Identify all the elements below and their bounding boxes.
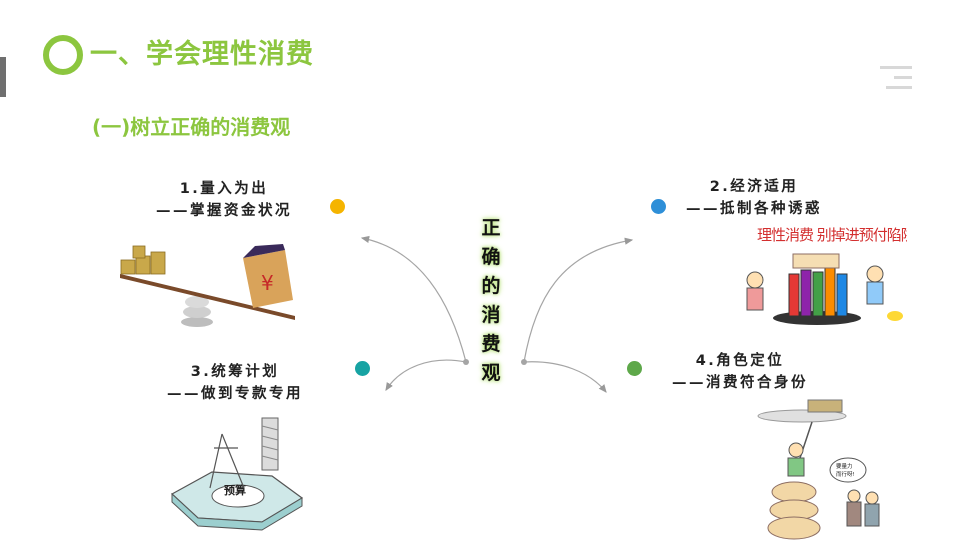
center-char: 的 bbox=[481, 275, 501, 297]
budget-nut-image: 预算 bbox=[170, 417, 304, 531]
item-3-title: 3.统筹计划 bbox=[190, 364, 280, 380]
page-title: 一、学会理性消费 bbox=[90, 39, 314, 70]
role-cartoon: 要量力 而行呀! bbox=[757, 399, 880, 540]
center-char: 消 bbox=[481, 304, 501, 326]
budget-label: 预算 bbox=[224, 483, 246, 497]
center-concept: 正 确 的 消 费 观 bbox=[474, 214, 508, 388]
side-accent-bar bbox=[0, 57, 6, 97]
svg-text:而行呀!: 而行呀! bbox=[836, 470, 855, 478]
item-4-title: 4.角色定位 bbox=[695, 353, 785, 369]
item-2-title: 2.经济适用 bbox=[709, 179, 799, 195]
item-3-dot bbox=[355, 361, 370, 376]
item-4-dot bbox=[627, 361, 642, 376]
item-3-text: 3.统筹计划 ——做到专款专用 bbox=[154, 361, 316, 405]
item-1-title: 1.量入为出 bbox=[179, 181, 269, 197]
item-4-text: 4.角色定位 ——消费符合身份 bbox=[660, 350, 820, 394]
item-1-dot bbox=[330, 199, 345, 214]
item-2-desc: ——抵制各种诱惑 bbox=[686, 201, 822, 217]
item-1-text: 1.量入为出 ——掌握资金状况 bbox=[140, 178, 308, 222]
prepaid-trap-cartoon: 理性消费 别掉进预付陷阱! bbox=[746, 226, 907, 325]
svg-text:¥: ¥ bbox=[261, 271, 274, 295]
item-2-dot bbox=[651, 199, 666, 214]
center-char: 观 bbox=[481, 362, 501, 384]
menu-icon[interactable] bbox=[880, 66, 912, 90]
item-4-desc: ——消费符合身份 bbox=[672, 375, 808, 391]
item-1-desc: ——掌握资金状况 bbox=[156, 203, 292, 219]
section-subtitle: (一)树立正确的消费观 bbox=[92, 115, 291, 139]
center-char: 正 bbox=[481, 217, 501, 239]
center-char: 费 bbox=[481, 333, 501, 355]
ring-icon bbox=[43, 35, 83, 75]
scale-coins-image: ¥ bbox=[120, 244, 295, 327]
center-char: 确 bbox=[481, 246, 501, 268]
svg-text:要量力: 要量力 bbox=[836, 462, 853, 470]
cartoon-banner: 理性消费 别掉进预付陷阱! bbox=[757, 226, 907, 244]
item-3-desc: ——做到专款专用 bbox=[167, 386, 303, 402]
item-2-text: 2.经济适用 ——抵制各种诱惑 bbox=[674, 176, 834, 220]
